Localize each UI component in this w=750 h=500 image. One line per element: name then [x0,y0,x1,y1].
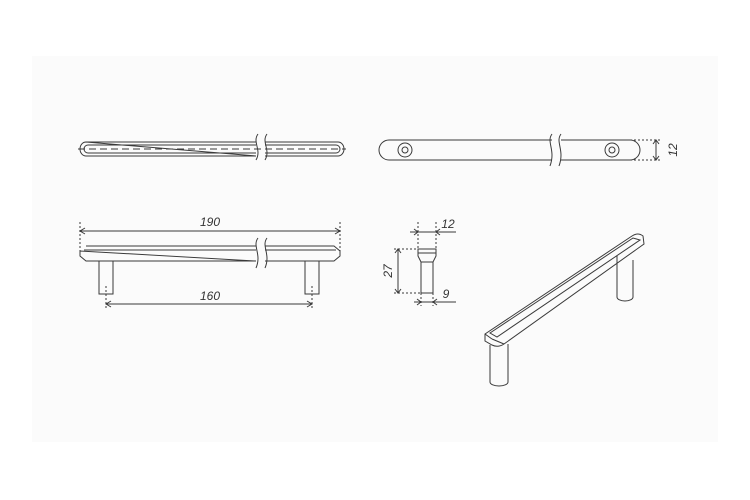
depth-dimension-text: 12 [441,217,455,231]
side-profile-post [420,262,434,294]
side-view [394,222,456,306]
iso-post-front [489,344,509,387]
mount-hole-right [604,142,620,158]
top-view [78,133,346,161]
iso-bar [484,233,645,347]
height-dimension-text: 27 [381,263,395,279]
length-dimension-text: 190 [200,215,220,229]
iso-post-back [616,256,634,302]
spacing-dimension-text: 160 [200,289,220,303]
front-view [79,222,341,308]
break-mark [255,133,268,161]
break-mark-3 [255,237,268,269]
width-dimension-text: 12 [666,143,680,157]
isometric-view [484,233,645,387]
break-mark-2 [549,133,562,167]
bottom-view [378,133,660,167]
mount-hole-left [397,142,413,158]
post-dimension-text: 9 [443,287,450,301]
drawing-panel [32,56,718,442]
